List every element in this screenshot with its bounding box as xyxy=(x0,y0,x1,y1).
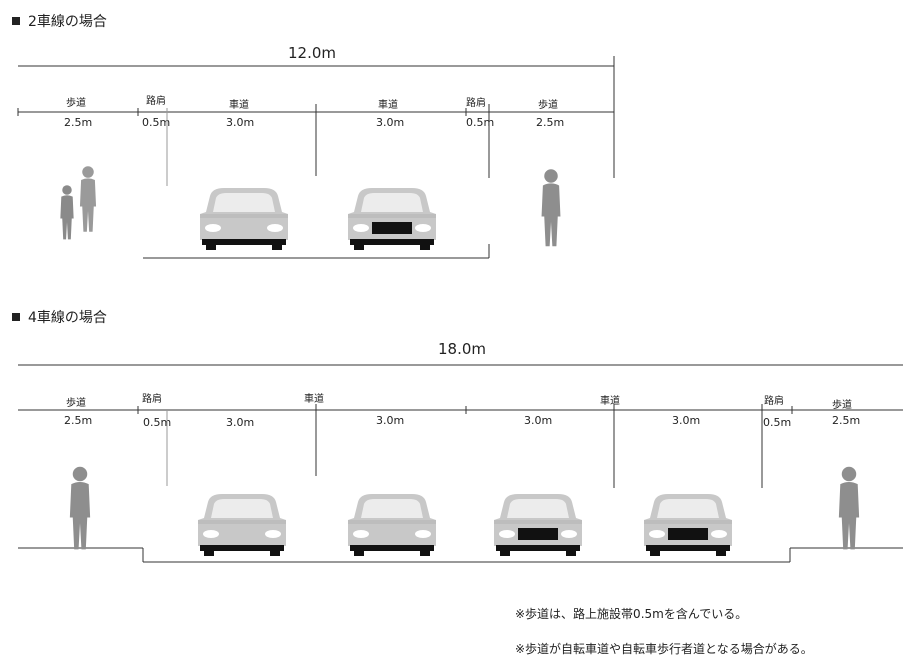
note-2: ※歩道が自転車道や自転車歩行者道となる場合がある。 xyxy=(515,642,813,656)
section2-total-width: 18.0m xyxy=(438,340,487,358)
note-1: ※歩道は、路上施設帯0.5mを含んでいる。 xyxy=(515,607,748,621)
width-sidewalk-left: 2.5m xyxy=(64,116,93,129)
pedestrian-group-icon xyxy=(60,166,97,240)
width-shoulder-left: 0.5m xyxy=(142,116,171,129)
width-lane-1: 3.0m xyxy=(226,416,255,429)
width-sidewalk-left: 2.5m xyxy=(64,414,93,427)
width-shoulder-left: 0.5m xyxy=(143,416,172,429)
section1-dimension-lines xyxy=(17,56,615,259)
car-icon xyxy=(348,188,436,250)
width-lane-3: 3.0m xyxy=(524,414,553,427)
section2-header: 4車線の場合 xyxy=(12,307,107,327)
label-shoulder-left: 路肩 xyxy=(146,96,166,107)
label-lane-1: 車道 xyxy=(229,100,249,111)
label-shoulder-right: 路肩 xyxy=(466,98,486,109)
pedestrian-icon xyxy=(541,169,561,247)
width-sidewalk-right: 2.5m xyxy=(536,116,565,129)
car-icon xyxy=(494,494,582,556)
label-sidewalk-left: 歩道 xyxy=(66,398,86,409)
width-lane-4: 3.0m xyxy=(672,414,701,427)
label-sidewalk-left: 歩道 xyxy=(66,98,86,109)
section1-total-width: 12.0m xyxy=(288,44,337,62)
label-lanes-left: 車道 xyxy=(304,394,324,405)
section1-title: 2車線の場合 xyxy=(28,14,107,30)
width-shoulder-right: 0.5m xyxy=(763,416,792,429)
section1-header: 2車線の場合 xyxy=(12,11,107,31)
section2-dimension-lines xyxy=(18,364,903,563)
car-icon xyxy=(348,494,436,556)
width-lane-2: 3.0m xyxy=(376,414,405,427)
label-shoulder-right: 路肩 xyxy=(764,396,784,407)
bullet-square-icon xyxy=(12,313,20,321)
section2-title: 4車線の場合 xyxy=(28,310,107,326)
label-shoulder-left: 路肩 xyxy=(142,394,162,405)
label-sidewalk-right: 歩道 xyxy=(832,400,852,411)
car-icon xyxy=(200,188,288,250)
pedestrian-icon xyxy=(69,466,91,550)
width-lane-1: 3.0m xyxy=(226,116,255,129)
label-lanes-right: 車道 xyxy=(600,396,620,407)
car-icon xyxy=(198,494,286,556)
bullet-square-icon xyxy=(12,17,20,25)
width-sidewalk-right: 2.5m xyxy=(832,414,861,427)
width-shoulder-right: 0.5m xyxy=(466,116,495,129)
label-lane-2: 車道 xyxy=(378,100,398,111)
label-sidewalk-right: 歩道 xyxy=(538,100,558,111)
pedestrian-icon xyxy=(838,466,860,550)
width-lane-2: 3.0m xyxy=(376,116,405,129)
car-icon xyxy=(644,494,732,556)
